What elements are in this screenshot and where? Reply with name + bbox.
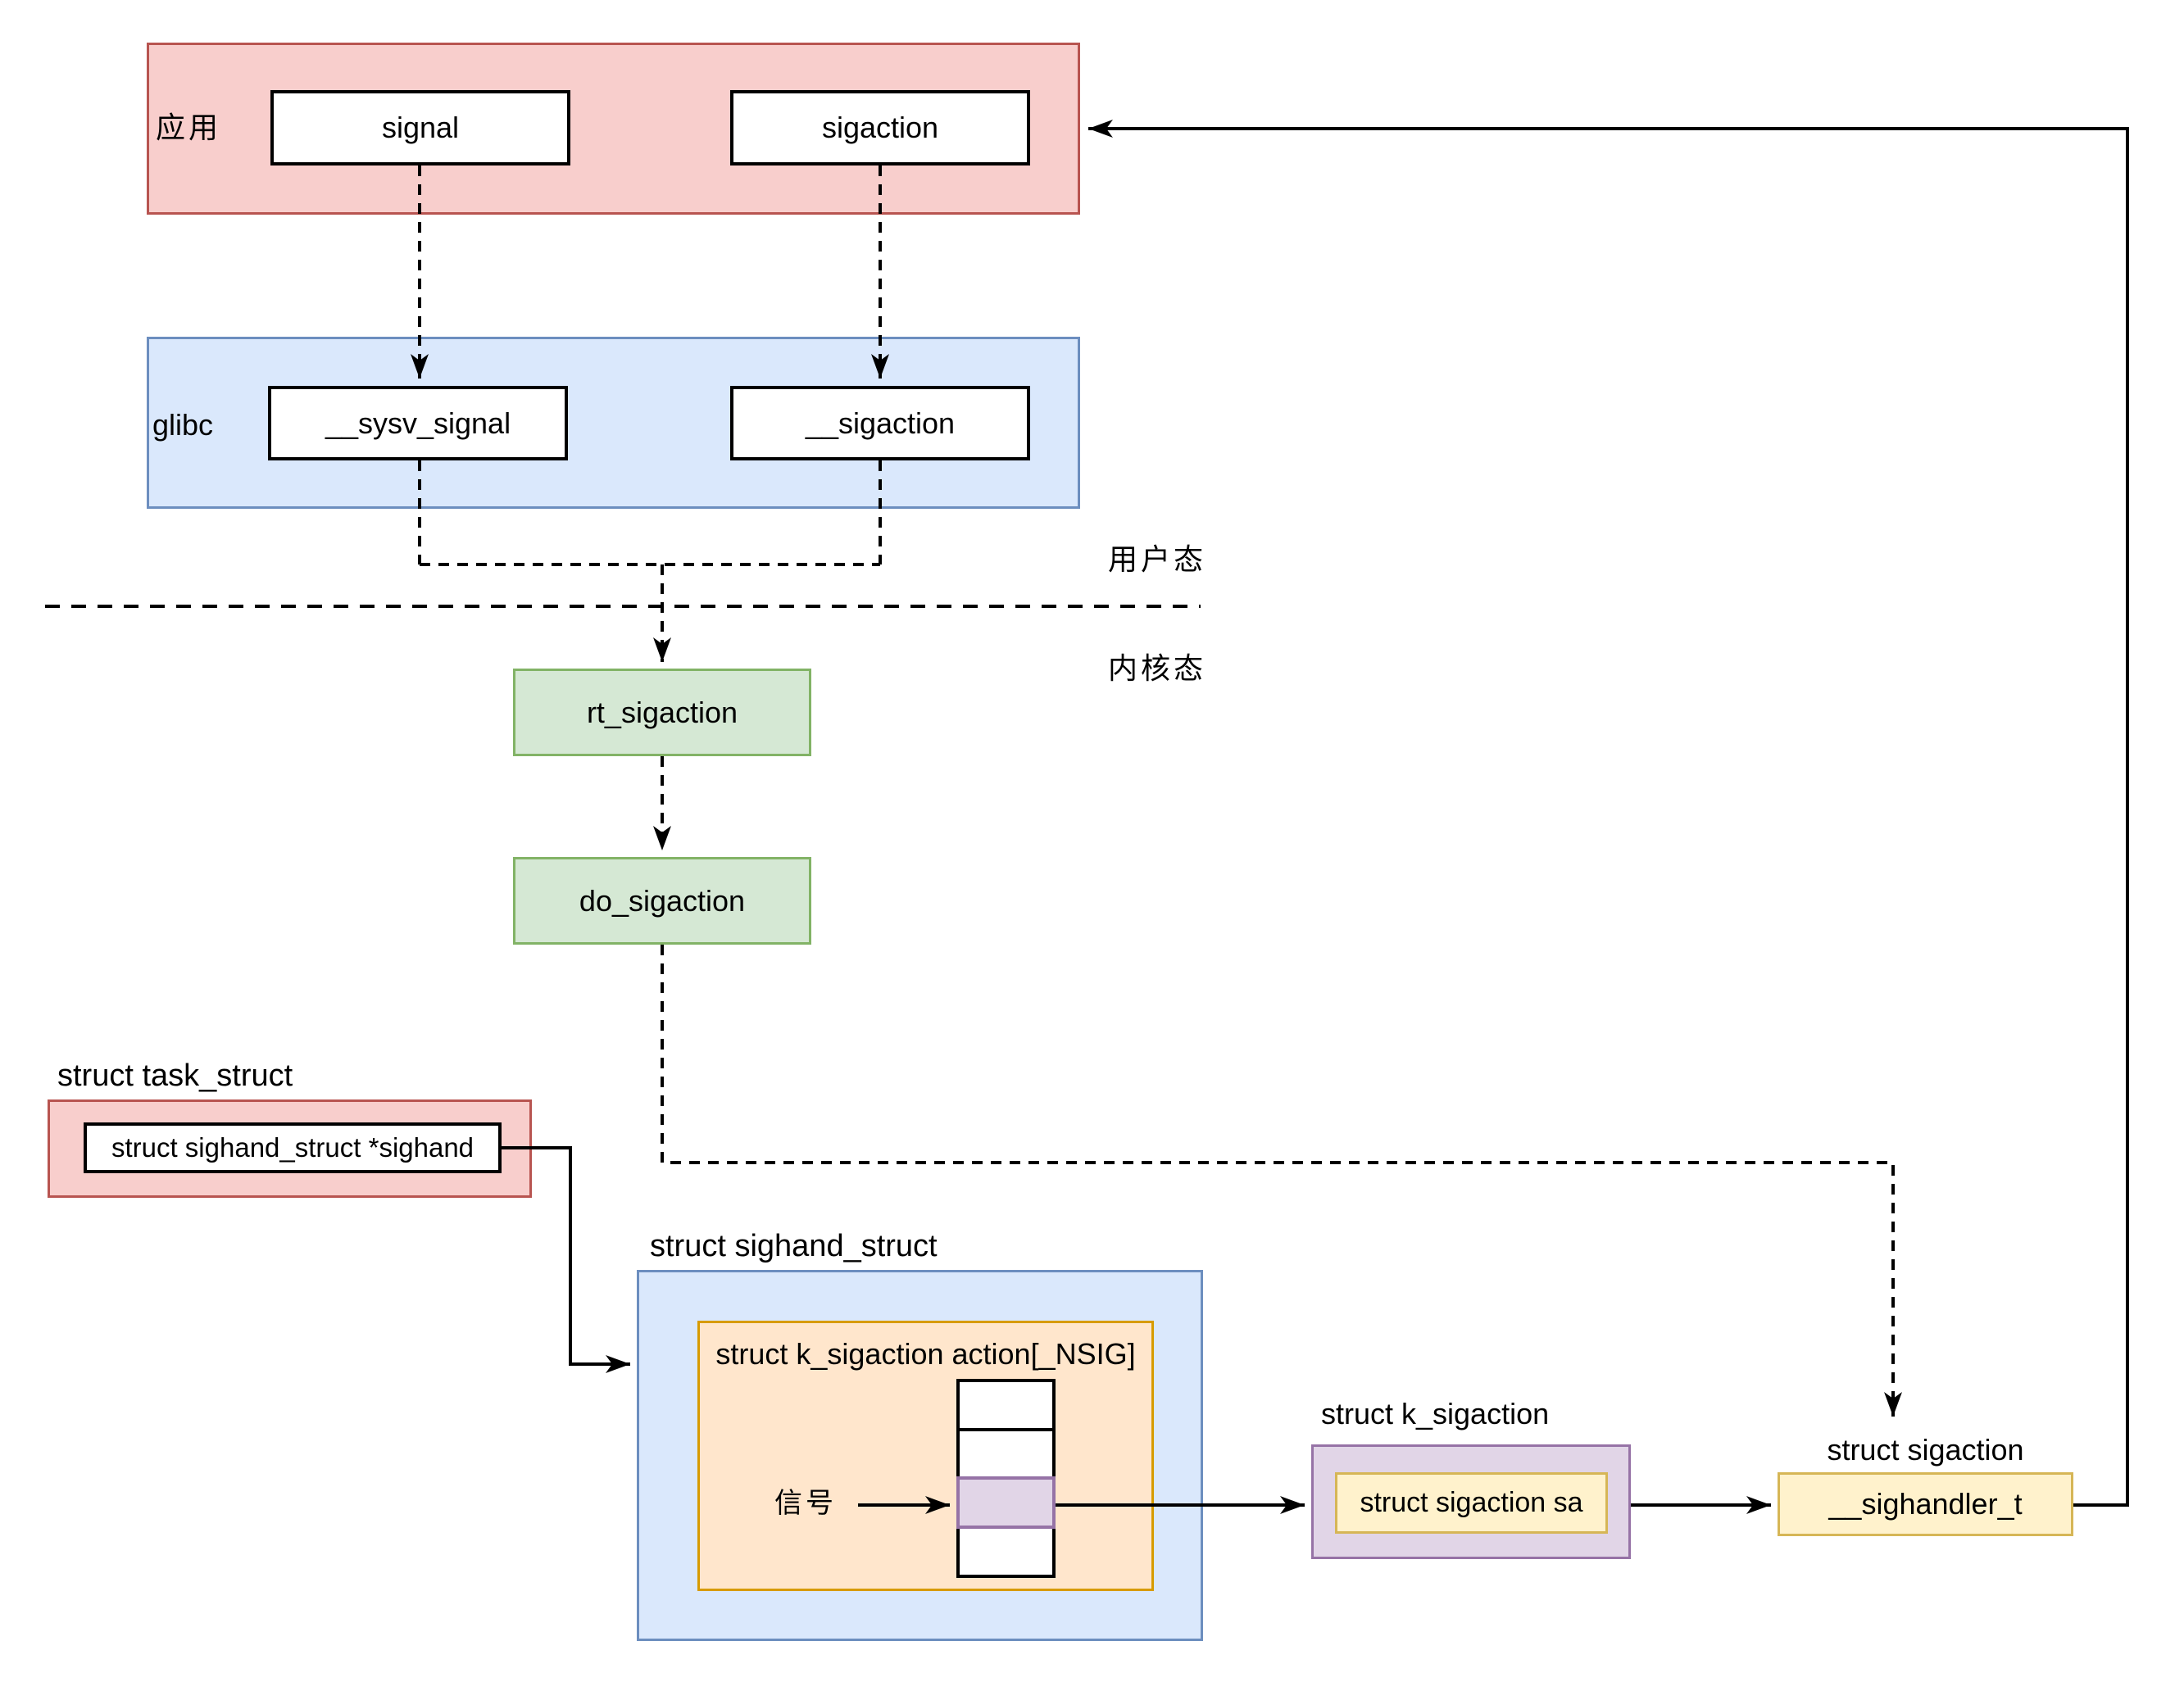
node-glibc-sigaction-label: __sigaction bbox=[805, 406, 956, 440]
node-sigaction-sa: struct sigaction sa bbox=[1335, 1472, 1608, 1534]
node-glibc-sigaction: __sigaction bbox=[730, 386, 1030, 460]
k-sigaction-title: struct k_sigaction bbox=[1321, 1397, 1550, 1430]
node-sysv-signal: __sysv_signal bbox=[268, 386, 568, 460]
node-signal-label: signal bbox=[381, 111, 460, 144]
k-sigaction-array-title: struct k_sigaction action[_NSIG] bbox=[715, 1337, 1136, 1371]
node-sighand-pointer-label: struct sighand_struct *sighand bbox=[111, 1132, 474, 1163]
node-rt-sigaction: rt_sigaction bbox=[513, 669, 811, 756]
node-sigaction-label: sigaction bbox=[821, 111, 939, 144]
user-mode-label: 用户态 bbox=[1108, 543, 1207, 577]
array-cell bbox=[956, 1379, 1056, 1431]
node-sigaction-sa-label: struct sigaction sa bbox=[1360, 1487, 1583, 1518]
node-do-sigaction-label: do_sigaction bbox=[579, 883, 746, 918]
node-sysv-signal-label: __sysv_signal bbox=[325, 406, 511, 440]
sigaction-struct-title: struct sigaction bbox=[1827, 1433, 2024, 1467]
array-cell bbox=[956, 1526, 1056, 1578]
array-cell-highlighted bbox=[956, 1476, 1056, 1529]
node-sighandler-t: __sighandler_t bbox=[1778, 1472, 2073, 1536]
task-struct-title: struct task_struct bbox=[57, 1059, 293, 1093]
array-cell bbox=[956, 1428, 1056, 1480]
node-sigaction: sigaction bbox=[730, 90, 1030, 165]
node-do-sigaction: do_sigaction bbox=[513, 857, 811, 945]
node-sighandler-t-label: __sighandler_t bbox=[1828, 1487, 2023, 1521]
node-sighand-pointer: struct sighand_struct *sighand bbox=[84, 1122, 502, 1173]
node-rt-sigaction-label: rt_sigaction bbox=[586, 695, 738, 729]
kernel-mode-label: 内核态 bbox=[1108, 652, 1207, 686]
sighand-struct-title: struct sighand_struct bbox=[650, 1229, 938, 1263]
signal-index-label: 信号 bbox=[774, 1487, 837, 1520]
app-layer-label: 应用 bbox=[156, 111, 222, 145]
node-signal: signal bbox=[270, 90, 570, 165]
glibc-layer-label: glibc bbox=[152, 408, 214, 442]
edge-handler-to-app bbox=[1088, 120, 2129, 1507]
